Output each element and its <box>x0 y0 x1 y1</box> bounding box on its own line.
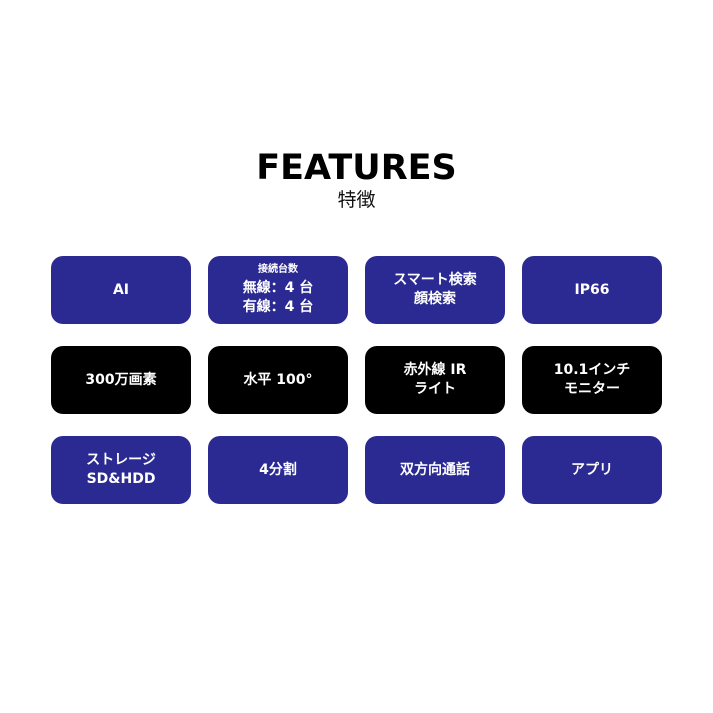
feature-tile-ai: AI <box>51 256 191 324</box>
feature-tile-smart-search: スマート検索 顔検索 <box>365 256 505 324</box>
feature-label: 水平 100° <box>243 371 313 388</box>
feature-tile-resolution: 300万画素 <box>51 346 191 414</box>
feature-label: ライト <box>414 381 456 397</box>
feature-label: スマート検索 <box>393 272 477 288</box>
feature-tile-two-way-audio: 双方向通話 <box>365 436 505 504</box>
feature-label: 赤外線 IR <box>403 362 467 378</box>
feature-label: SD&HDD <box>86 471 156 487</box>
feature-tile-split-screen: 4分割 <box>208 436 348 504</box>
feature-label: モニター <box>564 381 620 397</box>
feature-label: 有線：4 台 <box>242 299 314 315</box>
feature-label: 無線：4 台 <box>242 280 314 296</box>
feature-heading: 接続台数 <box>258 264 298 275</box>
feature-label: 300万画素 <box>85 371 157 388</box>
feature-tile-app: アプリ <box>522 436 662 504</box>
feature-label: ストレージ <box>86 452 156 468</box>
feature-label: 4分割 <box>259 461 297 478</box>
feature-tile-monitor: 10.1インチ モニター <box>522 346 662 414</box>
feature-label: 顔検索 <box>414 291 456 307</box>
page-title: FEATURES <box>256 148 457 188</box>
feature-label: 10.1インチ <box>553 362 631 378</box>
page-subtitle: 特徴 <box>337 189 376 211</box>
features-grid: AI 接続台数 無線：4 台 有線：4 台 スマート検索 顔検索 IP66 30… <box>51 256 662 504</box>
feature-tile-field-of-view: 水平 100° <box>208 346 348 414</box>
feature-tile-ir-light: 赤外線 IR ライト <box>365 346 505 414</box>
feature-label: 双方向通話 <box>400 461 470 478</box>
feature-tile-storage: ストレージ SD&HDD <box>51 436 191 504</box>
feature-tile-connections: 接続台数 無線：4 台 有線：4 台 <box>208 256 348 324</box>
feature-label: アプリ <box>571 461 613 478</box>
feature-label: IP66 <box>574 281 610 298</box>
feature-tile-ip66: IP66 <box>522 256 662 324</box>
feature-label: AI <box>112 281 130 298</box>
